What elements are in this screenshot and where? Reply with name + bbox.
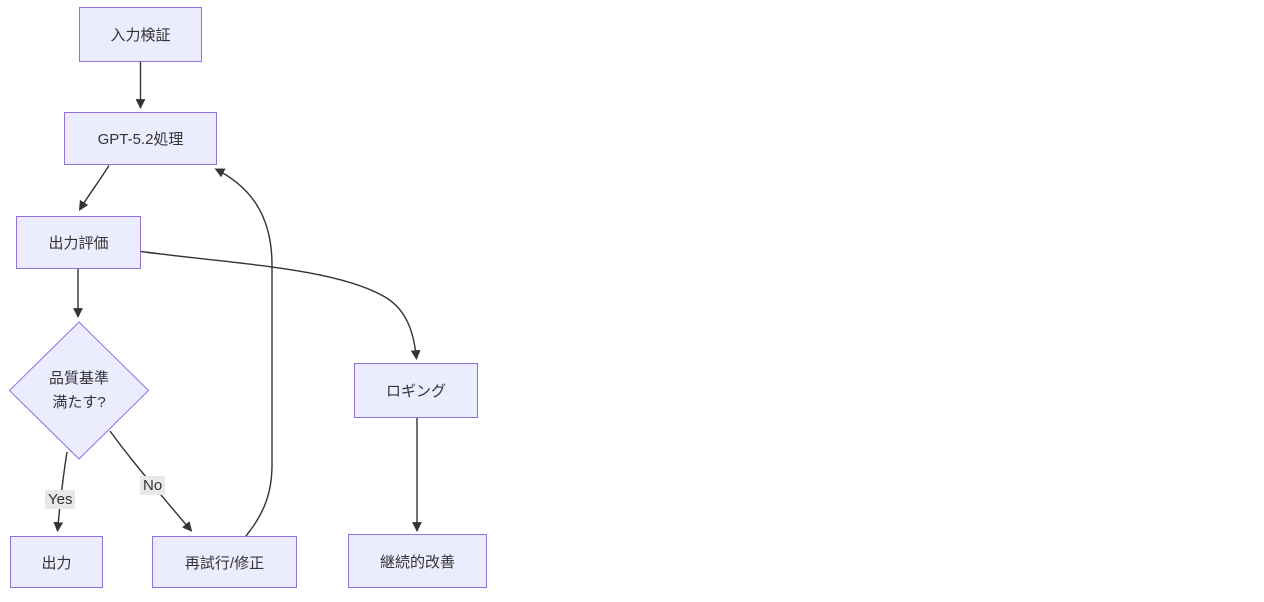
node-gpt-processing: GPT-5.2処理 xyxy=(64,112,217,165)
node-output-label: 出力 xyxy=(41,554,72,572)
node-output: 出力 xyxy=(10,536,103,588)
node-improvement: 継続的改善 xyxy=(348,534,487,588)
edge-label-yes: Yes xyxy=(45,490,76,509)
node-output-evaluation-label: 出力評価 xyxy=(48,235,109,252)
node-improvement-label: 継続的改善 xyxy=(379,553,455,571)
node-retry-label: 再試行/修正 xyxy=(184,554,265,572)
node-input-validation: 入力検証 xyxy=(79,7,202,62)
node-input-validation-label: 入力検証 xyxy=(110,27,171,44)
node-logging-label: ロギング xyxy=(385,383,446,400)
node-gpt-processing-label: GPT-5.2処理 xyxy=(97,131,184,148)
node-quality-check-shape xyxy=(8,321,150,460)
node-quality-check-label: 品質基準 満たす? xyxy=(29,367,129,415)
quality-check-label-line2: 満たす? xyxy=(52,394,106,411)
edge-gpt-to-output-evaluation xyxy=(78,165,110,211)
node-retry: 再試行/修正 xyxy=(152,536,297,588)
node-logging: ロギング xyxy=(354,363,478,418)
node-output-evaluation: 出力評価 xyxy=(16,216,141,269)
edge-output-evaluation-to-logging xyxy=(140,250,421,360)
edge-label-no: No xyxy=(140,476,166,495)
quality-check-label-line1: 品質基準 xyxy=(48,370,109,387)
edge-retry-to-gpt xyxy=(214,168,273,537)
